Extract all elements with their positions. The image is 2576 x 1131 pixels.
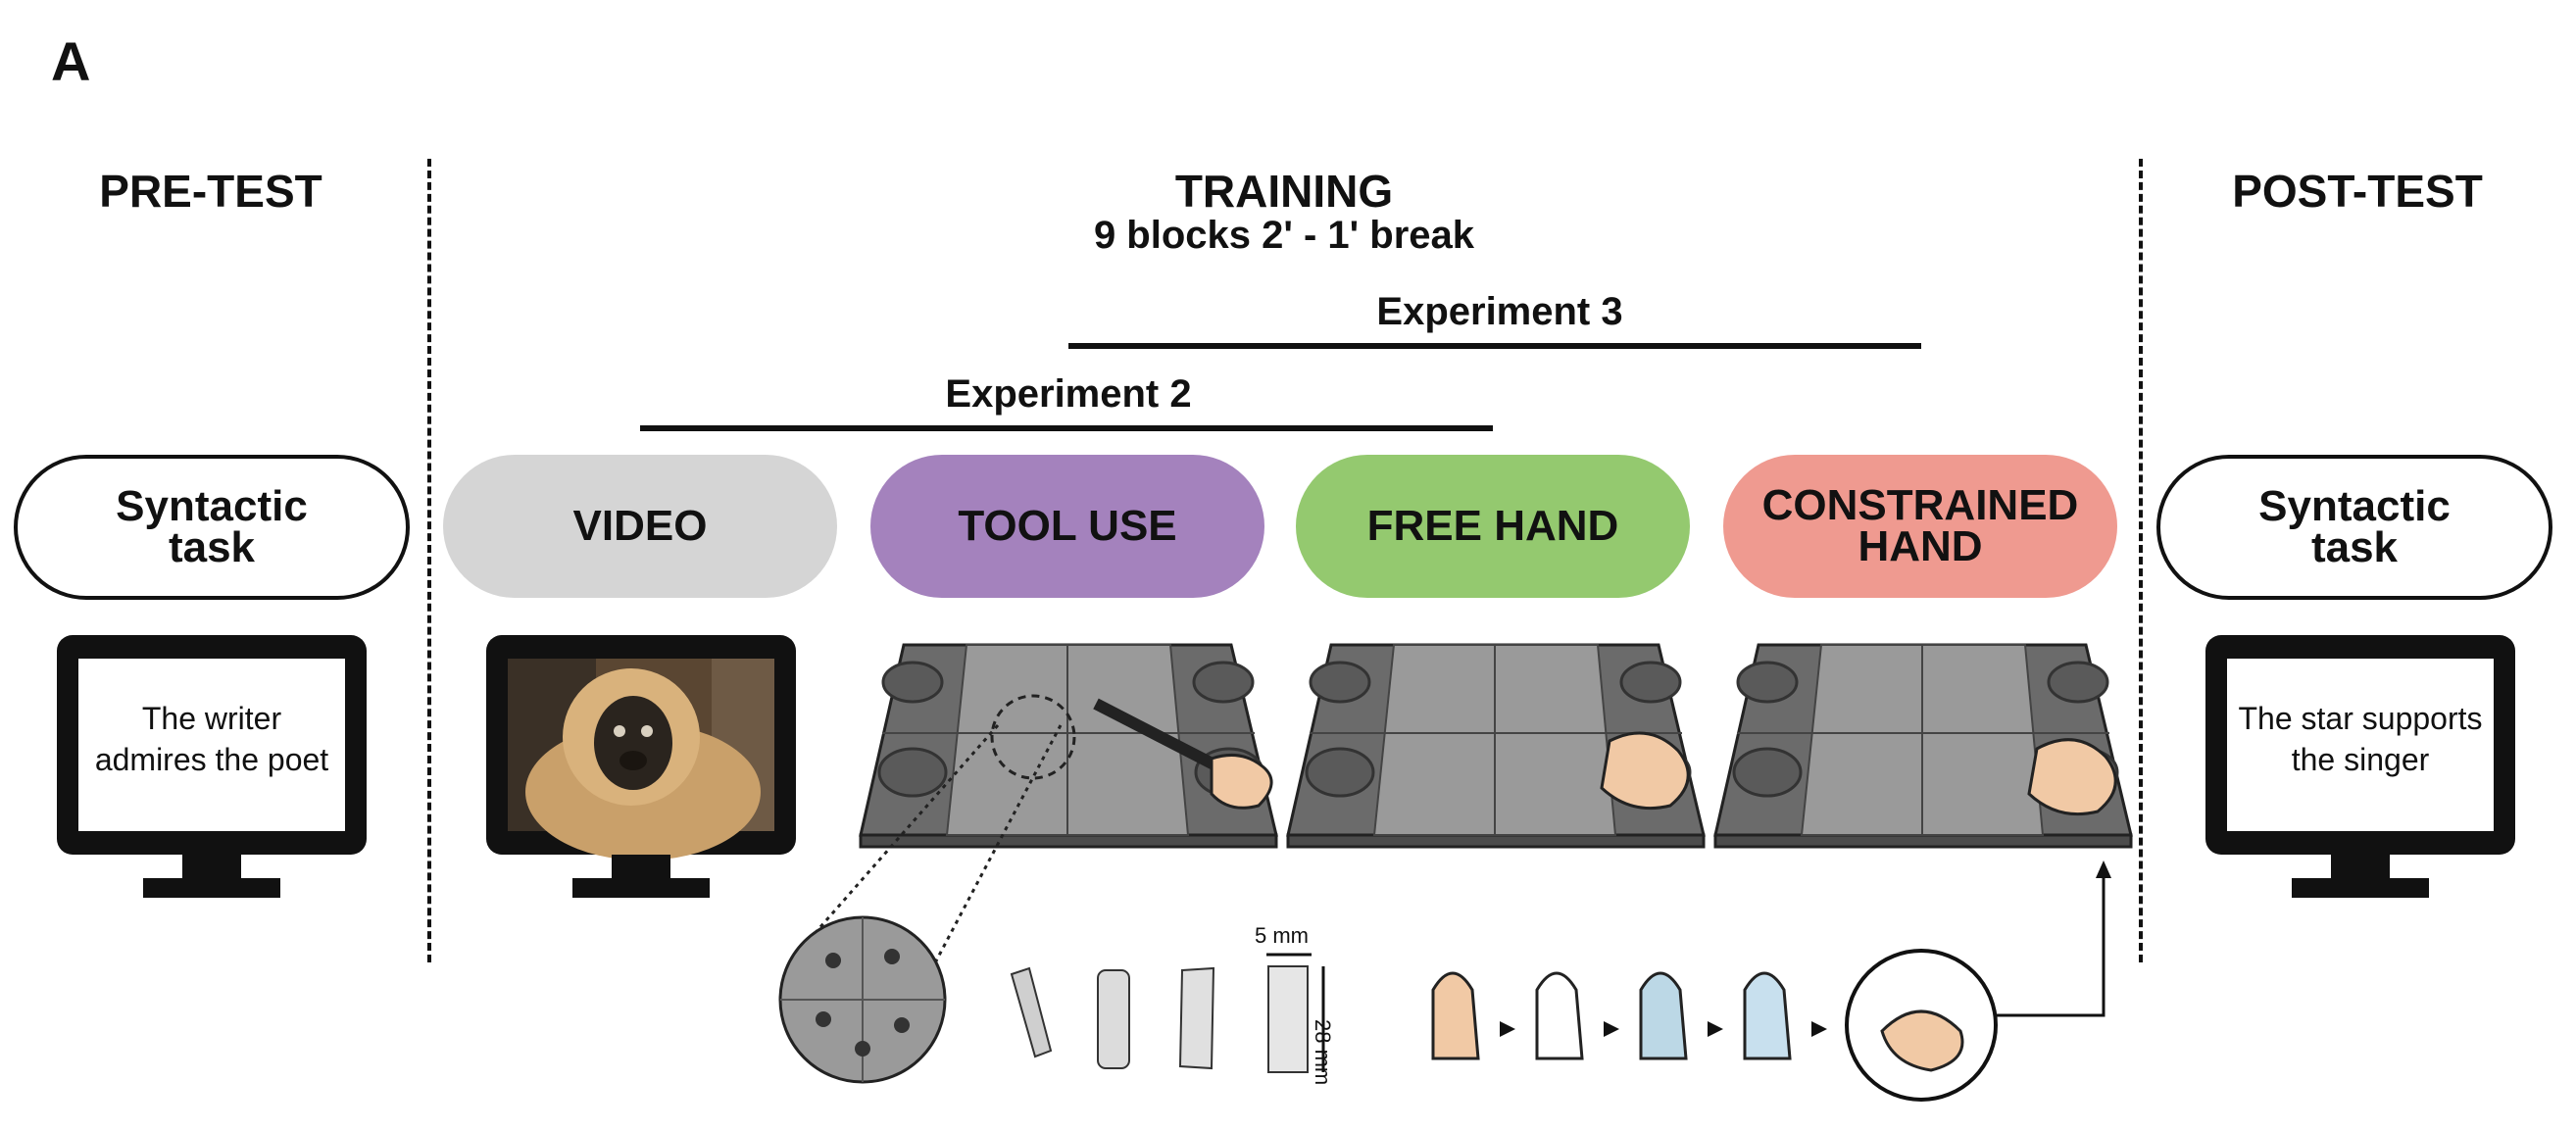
- tool-use-label: TOOL USE: [958, 502, 1177, 550]
- free-hand-label: FREE HAND: [1366, 502, 1619, 550]
- post-test-separator: [2139, 159, 2143, 962]
- peg-shapes-icon: [1010, 953, 1325, 1073]
- zoom-inset-icon: [778, 724, 1063, 1084]
- pre-sentence-line2: admires the poet: [94, 742, 329, 777]
- pre-sentence-line1: The writer: [141, 701, 282, 736]
- peg-height-label: 28 mm: [1311, 1019, 1335, 1086]
- finger-sequence-icon: [1431, 861, 2111, 1102]
- pre-task-line2: task: [168, 523, 256, 571]
- post-test-sentence: The star supports the singer: [2227, 698, 2494, 780]
- post-task-line1: Syntactic: [2258, 482, 2451, 530]
- experiment-3-label: Experiment 3: [1376, 290, 1623, 333]
- panel-letter: A: [51, 30, 91, 92]
- experiment-2-span: [640, 425, 1493, 431]
- video-label: VIDEO: [572, 502, 708, 550]
- post-sentence-line1: The star supports: [2238, 701, 2483, 736]
- post-sentence-line2: the singer: [2291, 742, 2430, 777]
- pre-test-sentence: The writer admires the poet: [78, 698, 345, 780]
- experiment-2-label: Experiment 2: [945, 372, 1192, 416]
- peg-width-label: 5 mm: [1255, 923, 1309, 948]
- training-subtitle: 9 blocks 2' - 1' break: [1093, 214, 1475, 257]
- tool-use-pill: TOOL USE: [870, 455, 1264, 598]
- pre-test-monitor-icon: [57, 635, 367, 898]
- tool-use-board-icon: [859, 643, 1278, 849]
- post-task-line2: task: [2310, 523, 2399, 571]
- experiment-3-span: [1068, 343, 1921, 349]
- pre-test-heading: PRE-TEST: [99, 166, 322, 217]
- pre-test-separator: [427, 159, 431, 962]
- free-hand-board-icon: [1286, 643, 1706, 849]
- constrained-line2: HAND: [1858, 522, 1983, 570]
- constrained-hand-board-icon: [1713, 643, 2133, 849]
- video-pill: VIDEO: [443, 455, 837, 598]
- constrained-line1: CONSTRAINED: [1761, 481, 2079, 529]
- free-hand-pill: FREE HAND: [1296, 455, 1690, 598]
- pre-task-line1: Syntactic: [116, 482, 308, 530]
- training-heading: TRAINING: [1174, 166, 1394, 217]
- video-monitor-icon: [486, 635, 796, 898]
- gibbon-icon: [525, 668, 761, 861]
- post-test-heading: POST-TEST: [2232, 166, 2483, 217]
- post-test-monitor-icon: [2205, 635, 2515, 898]
